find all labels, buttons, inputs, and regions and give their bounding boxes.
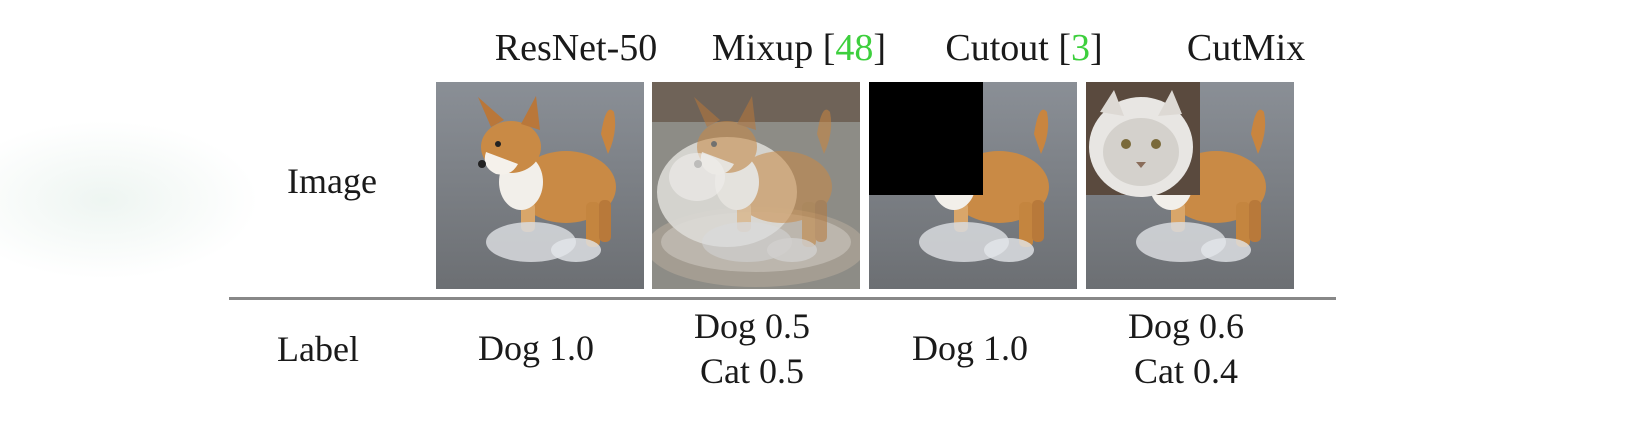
label-cutmix: Dog 0.6 Cat 0.4 [1071, 304, 1301, 394]
label-line: Dog 1.0 [912, 328, 1028, 368]
image-cutout [869, 82, 1077, 289]
citation-mixup[interactable]: 48 [835, 27, 874, 69]
label-line: Cat 0.4 [1134, 351, 1238, 391]
header-cutout: Cutout [3] [945, 27, 1103, 69]
image-resnet50 [436, 82, 644, 289]
row-label-label: Label [277, 329, 359, 369]
row-label-image: Image [287, 161, 377, 201]
label-mixup: Dog 0.5 Cat 0.5 [637, 304, 867, 394]
header-cutmix: CutMix [1186, 27, 1306, 69]
image-cutmix [1086, 82, 1294, 289]
label-cutout: Dog 1.0 [855, 326, 1085, 371]
label-line: Dog 0.6 [1128, 306, 1244, 346]
image-mixup [652, 82, 860, 289]
citation-cutout[interactable]: 3 [1070, 27, 1090, 69]
label-line: Dog 1.0 [478, 328, 594, 368]
label-resnet50: Dog 1.0 [421, 326, 651, 371]
background-glare [0, 120, 260, 280]
table-rule [229, 297, 1336, 300]
label-line: Dog 0.5 [694, 306, 810, 346]
header-resnet50: ResNet-50 [494, 27, 658, 69]
header-mixup: Mixup [48] [711, 27, 887, 69]
label-line: Cat 0.5 [700, 351, 804, 391]
